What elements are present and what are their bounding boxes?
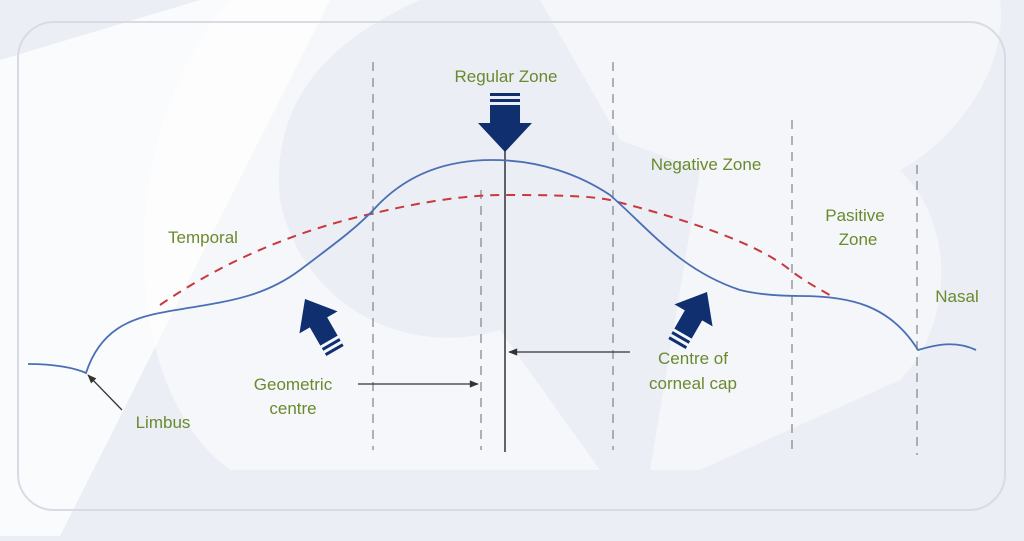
- frame: [17, 21, 1006, 511]
- nasal-arrow-icon: [668, 292, 713, 349]
- label-corneal-cap-2: corneal cap: [649, 374, 737, 393]
- temporal-arrow-icon: [299, 299, 344, 356]
- label-positive-zone-1: Pasitive: [825, 206, 885, 225]
- watermark: [0, 0, 600, 536]
- label-negative-zone: Negative Zone: [651, 155, 762, 174]
- cornea-profile-curve: [27, 159, 977, 375]
- label-geometric-centre-2: centre: [269, 399, 316, 418]
- reference-sphere-curve: [159, 193, 836, 306]
- label-nasal: Nasal: [935, 287, 978, 306]
- label-temporal: Temporal: [168, 228, 238, 247]
- label-regular-zone: Regular Zone: [454, 67, 557, 86]
- regular-zone-arrow-icon: [478, 93, 532, 152]
- label-positive-zone-2: Zone: [839, 230, 878, 249]
- label-geometric-centre-1: Geometric: [254, 375, 333, 394]
- limbus-pointer-icon: [87, 374, 123, 411]
- zone-dividers: [372, 62, 918, 455]
- label-corneal-cap-1: Centre of: [658, 349, 728, 368]
- label-limbus: Limbus: [136, 413, 191, 432]
